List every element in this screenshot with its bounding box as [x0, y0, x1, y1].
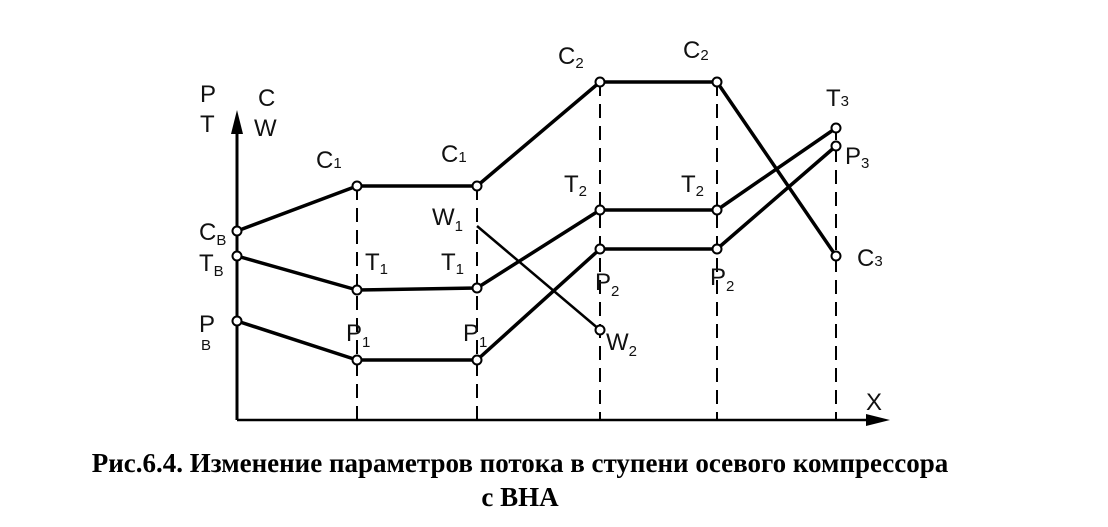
label-c1a: C1 — [316, 147, 342, 174]
label-p1b: P1 — [463, 320, 487, 351]
label-tb: TB — [199, 250, 224, 280]
x-axis-label: X — [866, 389, 882, 416]
t-temperature-curve — [236, 126, 837, 292]
node-p1b — [471, 354, 483, 366]
node-c3 — [830, 250, 842, 262]
node-c2a — [594, 76, 606, 88]
label-c1b: C1 — [441, 141, 467, 168]
node-tb — [231, 250, 243, 262]
p-pressure-curve — [236, 144, 838, 362]
label-t2b: T2 — [681, 171, 704, 200]
node-t1a — [351, 284, 363, 296]
node-p2a — [594, 243, 606, 255]
curve-nodes — [231, 76, 842, 366]
y-axis-arrow — [231, 110, 243, 134]
label-p2a: P2 — [595, 269, 619, 300]
y-axis-label-c: C — [258, 85, 275, 112]
node-c1a — [351, 180, 363, 192]
figure-caption: Рис.6.4. Изменение параметров потока в с… — [0, 446, 1040, 514]
label-p3: P3 — [845, 143, 869, 172]
node-cb — [231, 225, 243, 237]
label-t1a: T1 — [365, 249, 388, 278]
label-p1a: P1 — [346, 320, 370, 351]
label-t3: T3 — [826, 85, 849, 112]
label-c2b: C2 — [683, 37, 709, 64]
label-w2: W2 — [606, 329, 637, 360]
label-t2a: T2 — [564, 171, 587, 200]
node-t1b — [471, 282, 483, 294]
label-cb: CB — [199, 219, 226, 249]
x-axis-arrow — [866, 414, 890, 426]
y-axis-label-p: P — [200, 81, 216, 108]
section-lines — [356, 82, 837, 420]
node-t2b — [711, 204, 723, 216]
y-axis-label-t: T — [200, 111, 215, 138]
node-c2b — [711, 76, 723, 88]
caption-line-1: Рис.6.4. Изменение параметров потока в с… — [91, 448, 949, 478]
node-p2b — [711, 243, 723, 255]
c-velocity-curve — [236, 80, 838, 257]
label-w1: W1 — [432, 204, 463, 235]
label-c2a: C2 — [558, 43, 584, 72]
label-t1b: T1 — [441, 249, 464, 278]
node-t3 — [830, 122, 842, 134]
node-p1a — [351, 354, 363, 366]
node-p3 — [830, 140, 842, 152]
node-t2a — [594, 204, 606, 216]
label-p2b: P2 — [710, 264, 734, 295]
label-c3: C3 — [857, 245, 883, 272]
y-axis-label-w: W — [254, 115, 277, 142]
node-w2 — [594, 324, 606, 336]
node-c1b — [471, 180, 483, 192]
caption-line-2: с ВНА — [481, 482, 559, 512]
w-relative-velocity-line — [476, 225, 601, 331]
node-pb — [231, 315, 243, 327]
